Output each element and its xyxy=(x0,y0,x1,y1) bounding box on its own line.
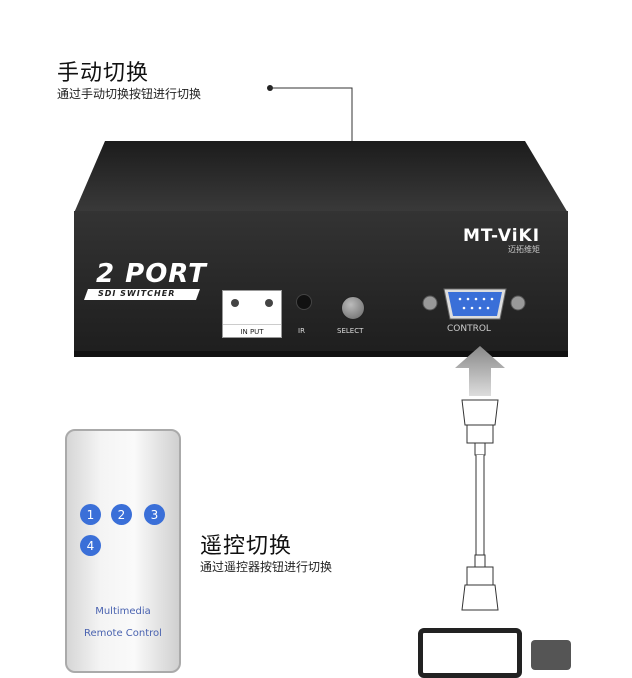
remote-control: 1 2 3 4 Multimedia Remote Control xyxy=(65,429,181,673)
manual-switch-title: 手动切换 xyxy=(57,61,150,86)
control-label: CONTROL xyxy=(447,324,491,334)
input-port-1[interactable] xyxy=(231,299,239,307)
select-button[interactable] xyxy=(341,296,365,320)
remote-switch-desc: 通过遥控器按钮进行切换 xyxy=(200,560,333,574)
input-label: IN PUT xyxy=(240,328,264,336)
brand-name-cn: 迈拓维矩 xyxy=(508,245,541,254)
remote-button-1[interactable]: 1 xyxy=(80,504,101,525)
monitor-frame xyxy=(418,628,522,678)
remote-button-4[interactable]: 4 xyxy=(80,535,101,556)
ir-label: IR xyxy=(298,327,305,335)
ir-sensor xyxy=(296,294,312,310)
input-port-2[interactable] xyxy=(265,299,273,307)
input-panel-label-bg xyxy=(223,324,281,337)
switcher-device xyxy=(74,141,568,357)
control-cable xyxy=(461,399,499,611)
remote-button-3[interactable]: 3 xyxy=(144,504,165,525)
manual-switch-desc: 通过手动切换按钮进行切换 xyxy=(57,87,202,101)
remote-label-line2: Remote Control xyxy=(84,628,162,639)
brand-name: MT-ViKI xyxy=(463,226,541,246)
peripheral-device xyxy=(531,640,571,670)
model-subtitle: SDI SWITCHER xyxy=(98,289,176,298)
select-label: SELECT xyxy=(337,327,364,335)
arrow-up-icon xyxy=(455,346,505,396)
control-port[interactable] xyxy=(420,285,530,325)
remote-label-line1: Multimedia xyxy=(95,606,151,617)
input-panel: IN PUT xyxy=(222,290,282,338)
model-title: 2 PORT xyxy=(96,259,207,289)
brand-logo: MT-ViKI 迈拓维矩 xyxy=(463,226,540,255)
remote-switch-title: 遥控切换 xyxy=(200,534,293,559)
remote-button-2[interactable]: 2 xyxy=(111,504,132,525)
